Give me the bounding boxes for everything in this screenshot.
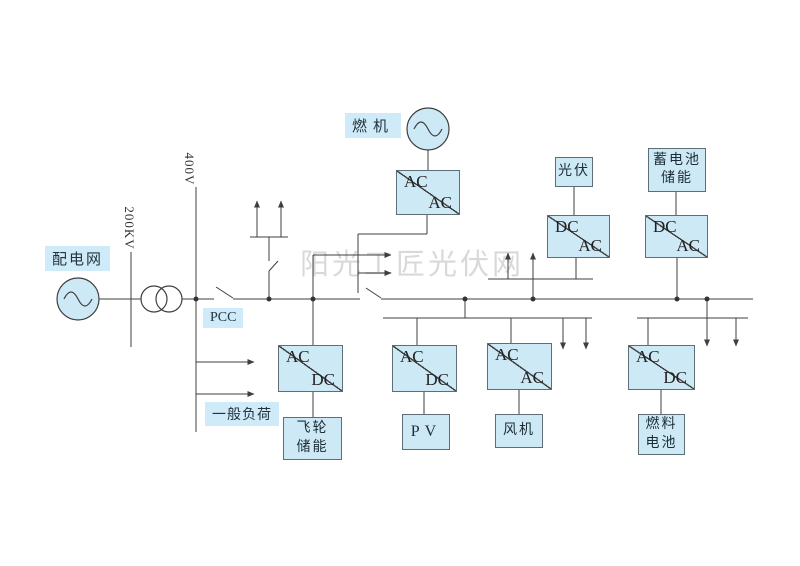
bus-switch bbox=[365, 287, 382, 299]
converter-in-label: DC bbox=[653, 217, 677, 236]
converter-in-label: AC bbox=[404, 172, 428, 191]
converter-out-label: DC bbox=[663, 368, 687, 387]
turbine-generator-icon bbox=[406, 107, 450, 151]
transformer-icon bbox=[140, 285, 183, 313]
turbine-converter: AC AC bbox=[396, 170, 460, 215]
battery-storage-box: 蓄电池 储能 bbox=[648, 148, 706, 192]
general-load-arrows bbox=[196, 359, 255, 397]
right-sub-bus bbox=[637, 299, 748, 414]
converter-out-label: DC bbox=[311, 370, 335, 389]
pv-top-converter: DC AC bbox=[547, 215, 610, 258]
battery-converter: DC AC bbox=[645, 215, 708, 258]
flywheel-storage-box: 飞轮 储能 bbox=[283, 417, 342, 460]
wind-converter: AC AC bbox=[487, 343, 552, 390]
switched-load-branch bbox=[250, 200, 288, 299]
converter-in-label: AC bbox=[495, 345, 519, 364]
pv-bottom-box: PV bbox=[402, 414, 450, 450]
general-load-label: 一般负荷 bbox=[205, 402, 279, 426]
fuel-cell-box: 燃料 电池 bbox=[638, 414, 685, 455]
pcc-switch bbox=[215, 286, 234, 299]
pv-source-box: 光伏 bbox=[555, 157, 593, 187]
lv-voltage-label: 400V bbox=[182, 152, 197, 186]
turbine-branch bbox=[357, 150, 429, 293]
flywheel-converter: AC DC bbox=[278, 345, 343, 392]
junction-dots bbox=[193, 296, 710, 302]
converter-in-label: AC bbox=[286, 347, 310, 366]
main-bus bbox=[99, 286, 753, 300]
upper-right-branch bbox=[488, 187, 678, 299]
pv-bottom-converter: AC DC bbox=[392, 345, 457, 392]
turbine-label: 燃机 bbox=[345, 113, 402, 138]
converter-in-label: AC bbox=[636, 347, 660, 366]
grid-label: 配电网 bbox=[45, 246, 111, 271]
load-switch bbox=[268, 260, 279, 272]
wind-turbine-box: 风机 bbox=[495, 414, 543, 448]
converter-out-label: AC bbox=[676, 236, 700, 255]
watermark-text: 阳光工匠光伏网 bbox=[300, 249, 525, 281]
mid-load-arrows bbox=[312, 252, 392, 299]
converter-out-label: AC bbox=[578, 236, 602, 255]
converter-out-label: AC bbox=[428, 193, 452, 212]
fuel-cell-converter: AC DC bbox=[628, 345, 695, 390]
hv-voltage-label: 200KV bbox=[122, 206, 137, 250]
converter-out-label: AC bbox=[520, 368, 544, 387]
converter-in-label: AC bbox=[400, 347, 424, 366]
left-sub-bus bbox=[383, 299, 592, 414]
pcc-label: PCC bbox=[203, 308, 244, 328]
grid-generator-icon bbox=[56, 277, 100, 321]
converter-in-label: DC bbox=[555, 217, 579, 236]
converter-out-label: DC bbox=[425, 370, 449, 389]
